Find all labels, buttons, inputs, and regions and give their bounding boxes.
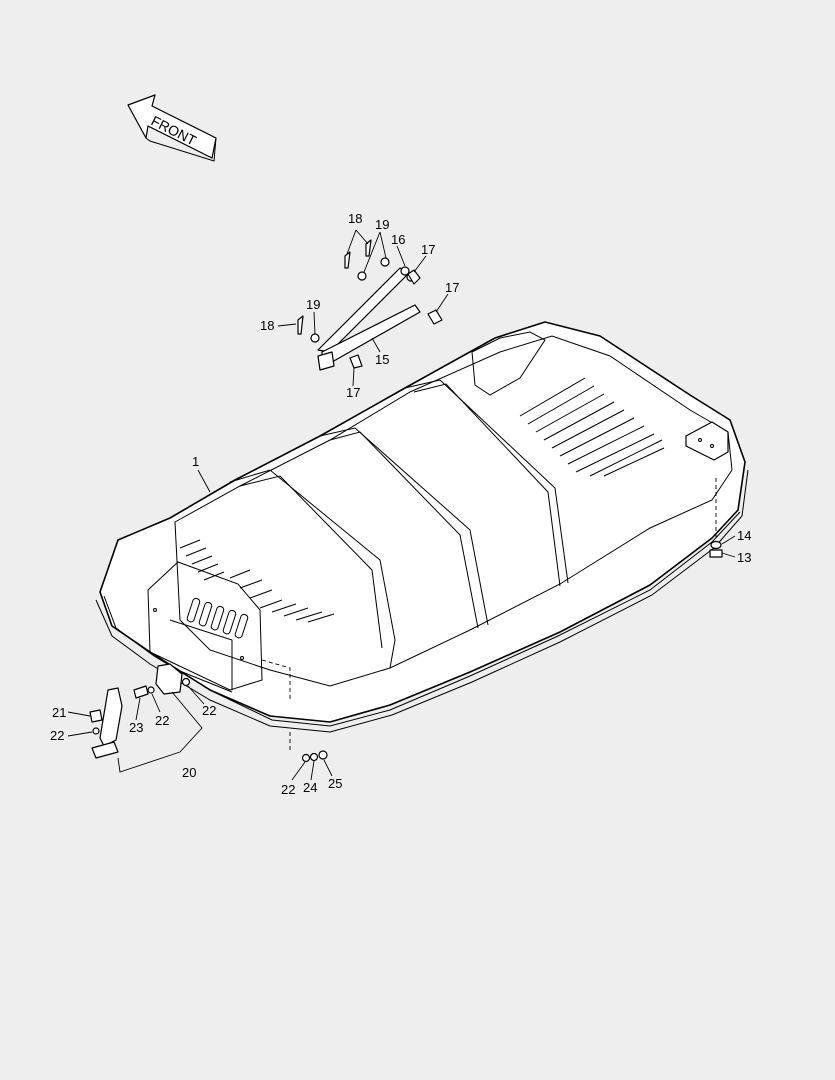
callout-1: 1 [192, 454, 199, 469]
fasteners [301, 540, 723, 763]
callout-15: 15 [375, 352, 389, 367]
callout-18-top: 18 [348, 211, 362, 226]
callout-17-right: 17 [445, 280, 459, 295]
callout-17-bottom: 17 [346, 385, 360, 400]
rear-vent [519, 377, 665, 477]
callout-19-top: 19 [375, 217, 389, 232]
front-arrow: FRONT [127, 94, 217, 162]
callout-17-top: 17 [421, 242, 435, 257]
callout-18-left: 18 [260, 318, 274, 333]
callout-20: 20 [182, 765, 196, 780]
callout-22-right: 22 [202, 703, 216, 718]
front-vent [179, 539, 335, 623]
callout-23: 23 [129, 720, 143, 735]
callout-16: 16 [391, 232, 405, 247]
callout-13: 13 [737, 550, 751, 565]
callout-25: 25 [328, 776, 342, 791]
callout-22-mid: 22 [155, 713, 169, 728]
leader-lines [67, 229, 736, 781]
hinge-assembly [297, 239, 443, 371]
callout-22-left: 22 [50, 728, 64, 743]
callout-14: 14 [737, 528, 751, 543]
callout-labels: 1 13 14 15 16 17 17 17 18 18 19 19 20 21… [50, 211, 751, 797]
callout-22-bottom: 22 [281, 782, 295, 797]
hood-body [95, 321, 749, 752]
callout-19-left: 19 [306, 297, 320, 312]
callout-21: 21 [52, 705, 66, 720]
latch-assembly [89, 663, 191, 759]
callout-24: 24 [303, 780, 317, 795]
front-grille [186, 597, 249, 639]
